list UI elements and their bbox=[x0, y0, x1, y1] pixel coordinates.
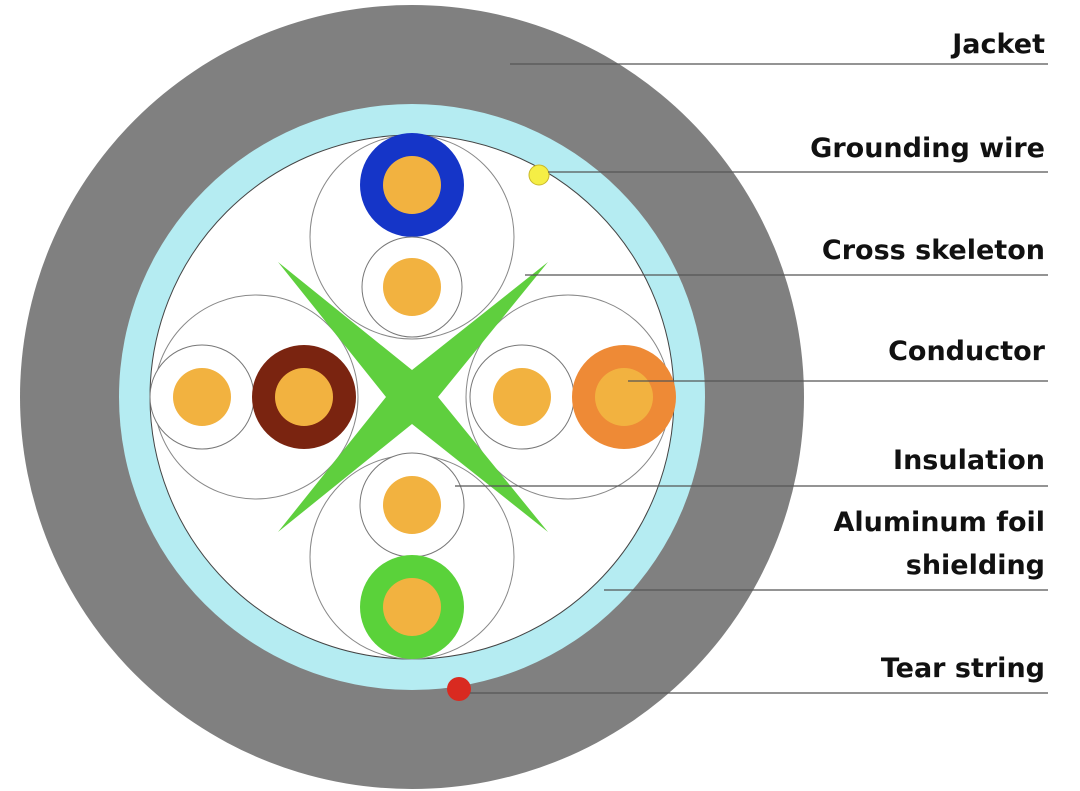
pair-right bbox=[469, 344, 676, 450]
label-insulation: Insulation bbox=[893, 445, 1045, 476]
label-aluminum-foil-line2: shielding bbox=[906, 550, 1045, 581]
white-conductor bbox=[383, 258, 441, 316]
brown-conductor bbox=[275, 368, 333, 426]
pair-left bbox=[149, 344, 356, 450]
callout-labels: Jacket Grounding wire Cross skeleton Con… bbox=[810, 29, 1046, 684]
label-conductor: Conductor bbox=[888, 336, 1046, 367]
label-aluminum-foil-line1: Aluminum foil bbox=[833, 507, 1045, 538]
white-conductor bbox=[493, 368, 551, 426]
label-tear-string: Tear string bbox=[881, 653, 1045, 684]
leader-lines bbox=[455, 63, 1048, 694]
grounding-wire bbox=[528, 164, 550, 186]
orange-conductor bbox=[595, 368, 653, 426]
pair-bottom bbox=[359, 452, 465, 659]
cross-skeleton bbox=[278, 262, 548, 532]
green-conductor bbox=[383, 578, 441, 636]
white-conductor bbox=[173, 368, 231, 426]
label-cross-skeleton: Cross skeleton bbox=[822, 235, 1045, 266]
label-jacket: Jacket bbox=[950, 29, 1045, 60]
pair-top bbox=[360, 133, 464, 338]
blue-conductor bbox=[383, 156, 441, 214]
white-conductor bbox=[383, 476, 441, 534]
tear-string bbox=[447, 677, 471, 701]
label-grounding-wire: Grounding wire bbox=[810, 133, 1045, 164]
